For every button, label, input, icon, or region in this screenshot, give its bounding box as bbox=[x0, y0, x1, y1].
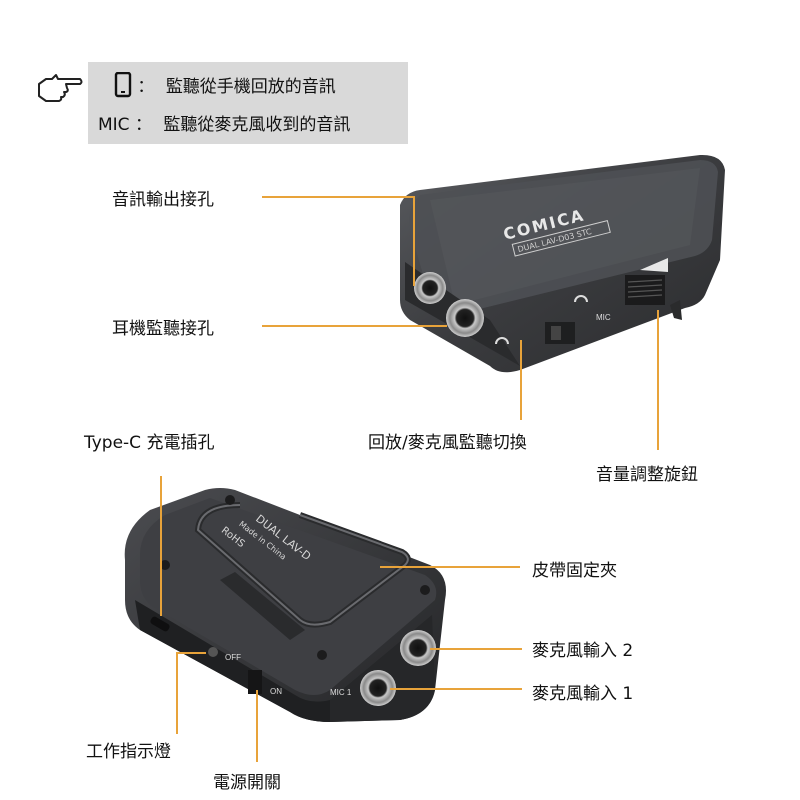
callout-audio-out: 音訊輸出接孔 bbox=[112, 190, 214, 210]
headphone-jack bbox=[446, 299, 484, 337]
leader-indicator-v bbox=[176, 652, 178, 734]
legend-row-phone: ： 監聽從手機回放的音訊 bbox=[114, 71, 336, 98]
callout-belt-clip: 皮帶固定夾 bbox=[532, 561, 617, 581]
leader-audio-out-drop bbox=[413, 196, 415, 286]
leader-power-switch bbox=[256, 690, 258, 762]
power-switch bbox=[248, 670, 262, 694]
callout-indicator: 工作指示燈 bbox=[86, 742, 171, 762]
leader-type-c bbox=[160, 476, 162, 616]
leader-mic-in-2 bbox=[430, 648, 522, 650]
callout-type-c: Type-C 充電插孔 bbox=[84, 433, 215, 453]
leader-monitor-switch bbox=[520, 340, 522, 420]
switch-label-mic: MIC bbox=[596, 313, 611, 322]
mic-input-2-jack bbox=[400, 630, 436, 666]
legend-text-phone: 監聽從手機回放的音訊 bbox=[165, 77, 336, 97]
leader-indicator-h bbox=[176, 652, 206, 654]
callout-monitor-switch: 回放/麥克風監聽切換 bbox=[368, 433, 527, 453]
mic1-port-label: MIC 1 bbox=[330, 688, 352, 697]
switch-on-label: ON bbox=[270, 687, 282, 696]
phone-icon bbox=[114, 71, 132, 98]
headphone-small-icon bbox=[574, 295, 588, 303]
top-device: MIC COMICA DUAL LAV-D03 STC bbox=[400, 154, 725, 373]
legend-box: ： 監聽從手機回放的音訊 MIC ： 監聽從麥克風收到的音訊 bbox=[88, 62, 408, 144]
callout-volume-knob: 音量調整旋鈕 bbox=[596, 465, 698, 485]
type-c-port bbox=[150, 616, 170, 632]
pointing-hand-icon bbox=[38, 74, 83, 102]
legend-colon: ： bbox=[134, 115, 152, 135]
leader-headphone bbox=[262, 325, 447, 327]
callout-mic-in-1: 麥克風輸入 1 bbox=[532, 684, 634, 704]
callout-mic-in-2: 麥克風輸入 2 bbox=[532, 641, 634, 661]
switch-off-label: OFF bbox=[225, 653, 241, 662]
callout-headphone: 耳機監聽接孔 bbox=[112, 319, 214, 339]
leader-belt-clip bbox=[380, 566, 520, 568]
legend-text-mic: 監聽從麥克風收到的音訊 bbox=[163, 115, 351, 135]
mic-input-1-jack bbox=[360, 670, 396, 706]
indicator-light bbox=[208, 647, 218, 657]
audio-out-jack bbox=[414, 272, 446, 304]
leader-volume-knob bbox=[657, 310, 659, 450]
bottom-device: DUAL LAV-D Made in China RoHS OFF ON MIC… bbox=[124, 488, 446, 722]
callout-power-switch: 電源開關 bbox=[213, 773, 281, 793]
leader-mic-in-1 bbox=[390, 688, 522, 690]
legend-key-mic: MIC bbox=[98, 115, 130, 135]
legend-row-mic: MIC ： 監聽從麥克風收到的音訊 bbox=[98, 110, 350, 135]
leader-audio-out bbox=[262, 196, 414, 198]
legend-colon: ： bbox=[137, 77, 155, 97]
